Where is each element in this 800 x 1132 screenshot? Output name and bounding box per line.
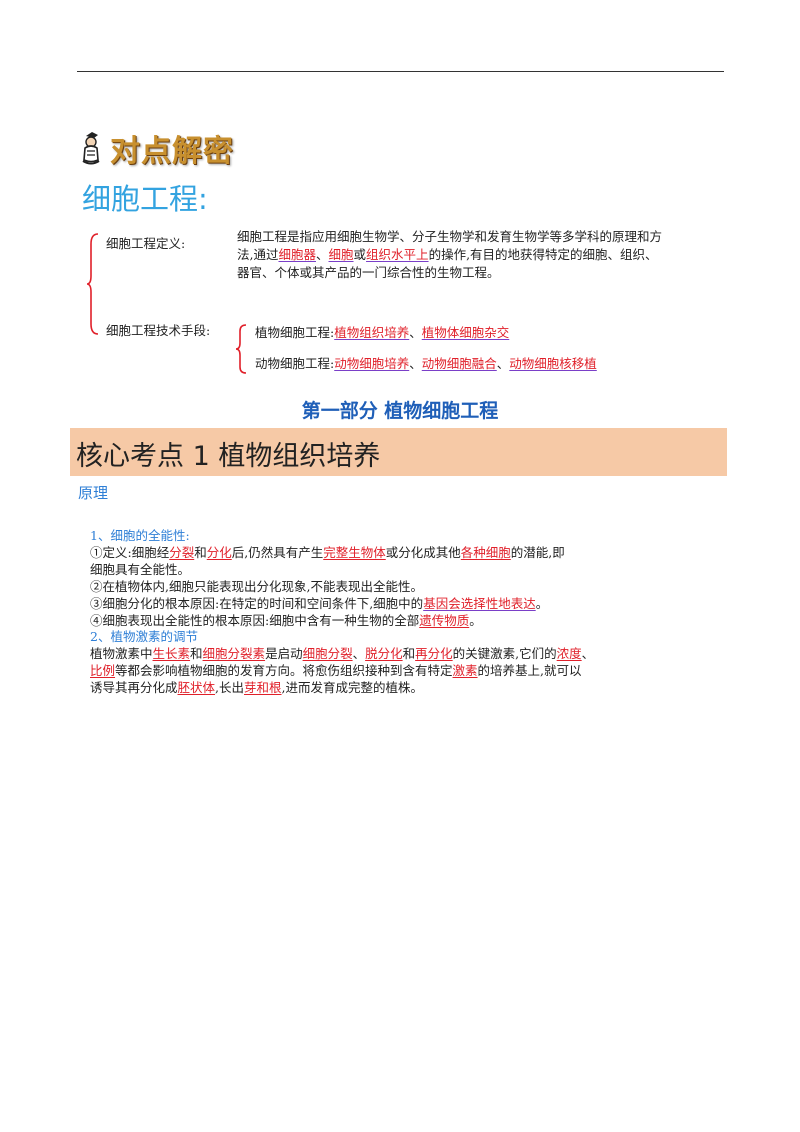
paragraph-definition: ①定义:细胞经分裂和分化后,仍然具有产生完整生物体或分化成其他各种细胞的潜能,即	[90, 545, 565, 560]
key-point-bar: 核心考点 1 植物组织培养	[70, 428, 727, 476]
animal-engineering-row: 动物细胞工程:动物细胞培养、动物细胞融合、动物细胞核移植	[255, 356, 597, 371]
paragraph-totipotency-cause: ④细胞表现出全能性的根本原因:细胞中含有一种生物的全部遗传物质。	[90, 613, 482, 628]
principle-label: 原理	[78, 484, 109, 502]
paragraph-in-plant: ②在植物体内,细胞只能表现出分化现象,不能表现出全能性。	[90, 579, 423, 594]
heading-totipotency: 1、细胞的全能性:	[90, 528, 190, 543]
definition-label: 细胞工程定义:	[106, 236, 186, 251]
paragraph-definition-cont: 细胞具有全能性。	[90, 562, 191, 577]
key-point-title: 核心考点 1 植物组织培养	[76, 441, 381, 472]
paragraph-hormones-3: 诱导其再分化成胚状体,长出芽和根,进而发育成完整的植株。	[90, 680, 424, 695]
cartoon-figure-icon	[82, 132, 100, 165]
top-rule	[77, 71, 724, 72]
technique-label: 细胞工程技术手段:	[106, 323, 211, 338]
banner-text: 对点解密	[110, 134, 234, 169]
paragraph-differentiation-cause: ③细胞分化的根本原因:在特定的时间和空间条件下,细胞中的基因会选择性地表达。	[90, 596, 549, 611]
paragraph-hormones-2: 比例等都会影响植物细胞的发育方向。将愈伤组织接种到含有特定激素的培养基上,就可以	[90, 663, 582, 678]
part-title: 第一部分 植物细胞工程	[301, 400, 499, 422]
outer-brace	[86, 233, 99, 335]
inner-brace	[235, 324, 247, 374]
heading-hormone-regulation: 2、植物激素的调节	[90, 629, 198, 644]
plant-engineering-row: 植物细胞工程:植物组织培养、植物体细胞杂交	[255, 325, 510, 340]
definition-text: 细胞工程是指应用细胞生物学、分子生物学和发育生物学等多学科的原理和方法,通过细胞…	[237, 229, 663, 280]
section-banner: 对点解密	[78, 128, 234, 169]
paragraph-hormones-1: 植物激素中生长素和细胞分裂素是启动细胞分裂、脱分化和再分化的关键激素,它们的浓度…	[90, 646, 595, 661]
section-title: 细胞工程:	[82, 182, 208, 216]
